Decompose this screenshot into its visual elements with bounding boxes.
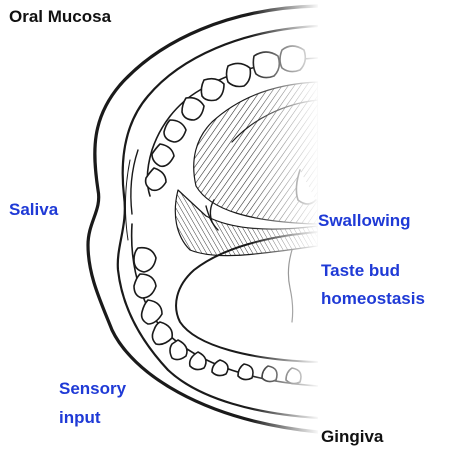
- label-taste-bud-line1: Taste bud: [321, 260, 400, 282]
- label-sensory-line1: Sensory: [59, 378, 126, 400]
- illustration-fade: [250, 0, 320, 449]
- label-taste-bud-line2: homeostasis: [321, 288, 425, 310]
- label-oral-mucosa: Oral Mucosa: [9, 6, 111, 28]
- label-sensory-line2: input: [59, 407, 101, 429]
- label-swallowing: Swallowing: [318, 210, 411, 232]
- label-gingiva: Gingiva: [321, 426, 383, 448]
- label-saliva: Saliva: [9, 199, 58, 221]
